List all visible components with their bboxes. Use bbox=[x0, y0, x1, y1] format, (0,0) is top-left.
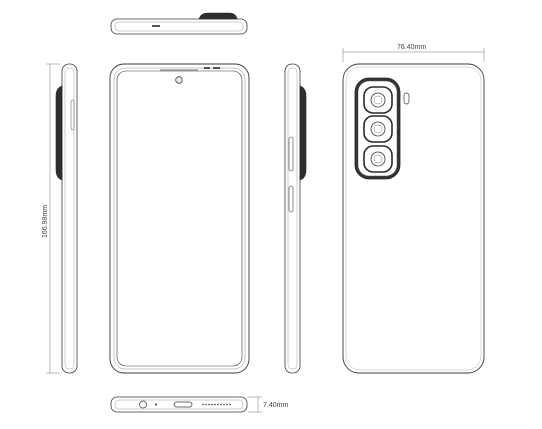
punch-hole-camera-icon bbox=[175, 76, 183, 84]
flash-icon bbox=[403, 92, 410, 105]
top-edge-body bbox=[110, 18, 248, 35]
top-edge-inner bbox=[114, 21, 244, 32]
bottom-edge-inner bbox=[114, 399, 244, 410]
width-label: 76.40mm bbox=[397, 44, 426, 51]
camera-lens-icon bbox=[370, 151, 386, 167]
height-label: 166.98mm bbox=[42, 205, 49, 238]
top-edge-view bbox=[110, 12, 248, 35]
back-view: 76.40mm bbox=[342, 44, 485, 374]
left-side-inner bbox=[64, 67, 75, 370]
speaker-grille bbox=[202, 403, 231, 406]
thickness-label: 7.40mm bbox=[263, 402, 288, 409]
front-body bbox=[109, 63, 250, 374]
left-side-view: 166.98mm bbox=[42, 63, 78, 374]
camera-lens-icon bbox=[370, 92, 386, 108]
front-bezel bbox=[113, 67, 246, 370]
top-mic-hole bbox=[152, 25, 160, 27]
front-screen bbox=[116, 70, 243, 367]
left-side-slot bbox=[70, 99, 75, 131]
bottom-edge-body bbox=[110, 396, 248, 413]
front-view bbox=[109, 63, 250, 374]
headphone-jack-icon bbox=[139, 400, 147, 409]
right-camera-bump bbox=[299, 85, 307, 181]
sensor-bar-1 bbox=[204, 67, 210, 69]
camera-lens-1 bbox=[363, 86, 393, 114]
power-button bbox=[288, 185, 294, 213]
bottom-mic-hole bbox=[155, 403, 157, 406]
bottom-edge-view: 7.40mm bbox=[110, 396, 288, 413]
right-side-body bbox=[284, 63, 301, 374]
left-side-body bbox=[61, 63, 78, 374]
right-side-inner bbox=[287, 67, 298, 370]
volume-button bbox=[288, 136, 294, 172]
camera-lens-icon bbox=[370, 121, 386, 137]
camera-lens-2 bbox=[363, 115, 393, 143]
usb-port-icon bbox=[173, 401, 193, 408]
back-body bbox=[342, 63, 485, 374]
back-inner-edge bbox=[345, 66, 482, 371]
sensor-bar-2 bbox=[213, 67, 220, 69]
right-side-view bbox=[284, 63, 307, 374]
camera-lens-3 bbox=[363, 145, 393, 173]
top-camera-bump bbox=[198, 12, 238, 20]
left-camera-bump bbox=[55, 85, 63, 181]
